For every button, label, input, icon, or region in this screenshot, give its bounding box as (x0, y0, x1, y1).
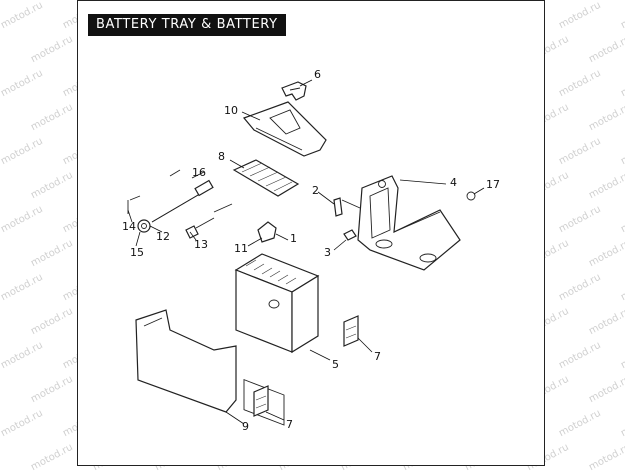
part-4-tray (357, 175, 461, 271)
callout-7b: 7 (286, 418, 293, 431)
part-8-pad (232, 159, 300, 197)
part-10-cover (242, 101, 327, 157)
part-12-13-14-hardware (127, 169, 233, 239)
callout-10: 10 (224, 104, 238, 117)
part-6-clip (281, 81, 307, 101)
callout-9: 9 (242, 420, 249, 433)
callout-3: 3 (324, 246, 331, 259)
callout-11: 11 (234, 242, 248, 255)
callout-12: 12 (156, 230, 170, 243)
callout-2: 2 (312, 184, 319, 197)
callout-labels: 1 2 3 4 5 6 7 7 8 9 10 11 12 13 14 15 16… (122, 68, 500, 433)
part-11-cap (257, 221, 277, 243)
callout-5: 5 (332, 358, 339, 371)
part-17-ring (466, 191, 476, 201)
diagram-title: BATTERY TRAY & BATTERY (88, 14, 286, 36)
part-16-cable (137, 179, 214, 233)
part-7-pads (253, 315, 359, 417)
diagram-frame (77, 0, 545, 466)
callout-4: 4 (450, 176, 457, 189)
callout-6: 6 (314, 68, 321, 81)
part-5-battery (234, 253, 320, 426)
part-2-3-bolts (333, 197, 361, 241)
leader-lines (127, 79, 485, 425)
callout-13: 13 (194, 238, 208, 251)
callout-7a: 7 (374, 350, 381, 363)
callout-17: 17 (486, 178, 500, 191)
part-9-cover (135, 309, 237, 413)
callout-15: 15 (130, 246, 144, 259)
callout-1: 1 (290, 232, 297, 245)
callout-16: 16 (192, 166, 206, 179)
callout-14: 14 (122, 220, 136, 233)
callout-8: 8 (218, 150, 225, 163)
